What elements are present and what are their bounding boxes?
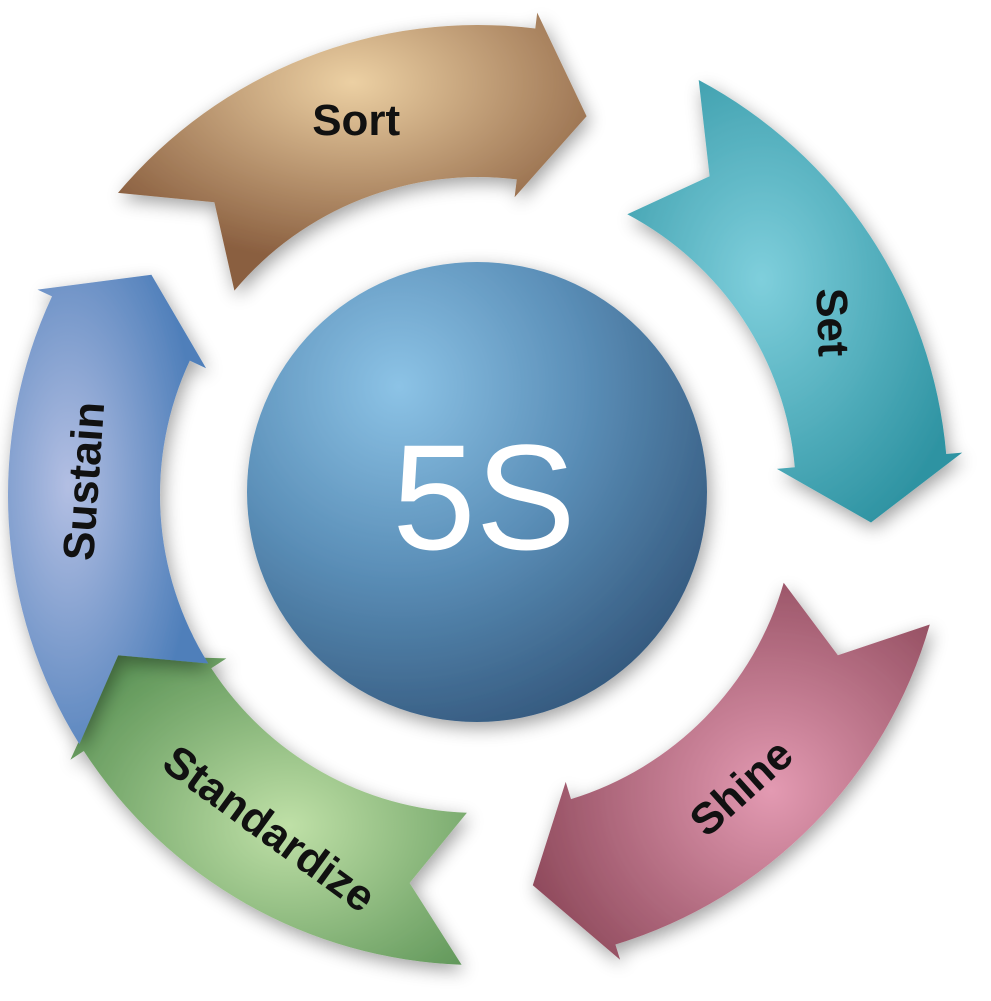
center-title: 5S [392,413,575,581]
segment-arrow-sort [118,12,587,291]
segment-sustain: Sustain [7,274,209,745]
segment-shine: Shine [532,582,930,960]
segment-sort: Sort [118,12,587,291]
segment-set: Set [627,80,963,523]
segment-arrow-standardize [70,655,467,965]
segment-label-sustain: Sustain [54,400,114,562]
segment-arrow-sustain [7,274,209,745]
segment-label-sort: Sort [312,96,400,145]
segment-label-set: Set [806,287,857,357]
segment-arrow-set [627,80,963,523]
segment-arrow-shine [532,582,930,960]
center-circle [247,262,707,722]
